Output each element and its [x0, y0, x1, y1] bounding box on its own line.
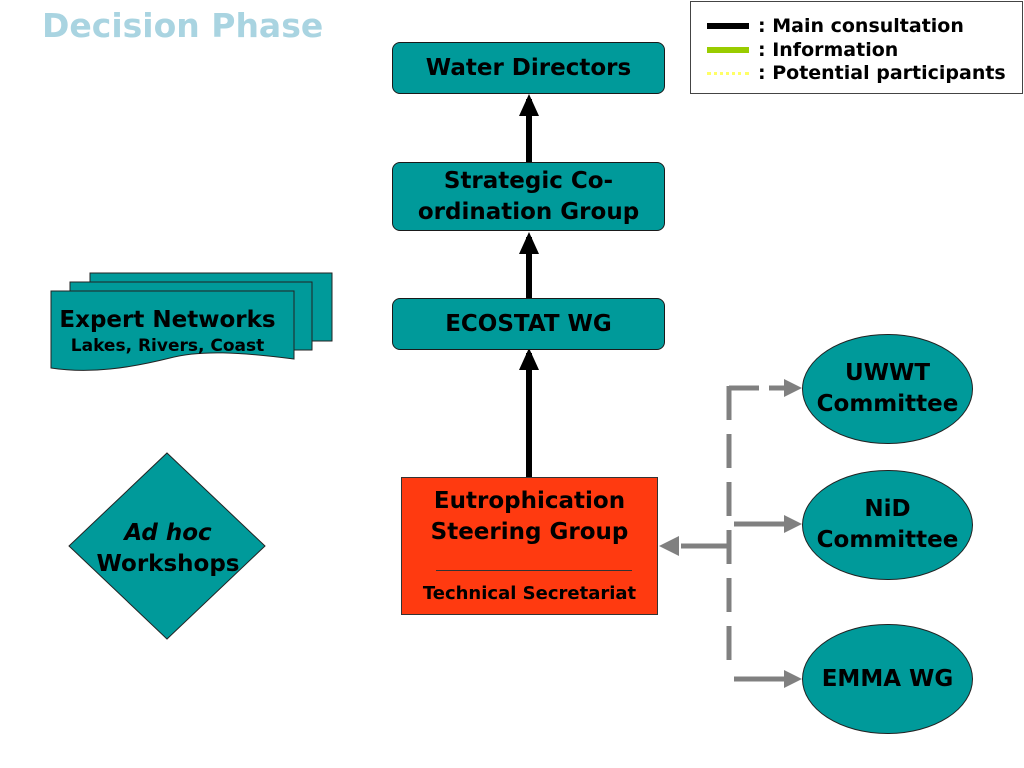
expert-doc-front	[50, 290, 295, 371]
legend-label-main: : Main consultation	[758, 15, 964, 37]
expert-networks-title: Expert Networks	[59, 307, 276, 333]
workshops-text: Workshops	[96, 551, 240, 577]
grey-arrowhead-nid	[784, 515, 802, 533]
strategic-label-line1: Strategic Co-	[443, 167, 614, 194]
legend: : Main consultation : Information : Pote…	[690, 1, 1023, 94]
expert-networks-subtitle: Lakes, Rivers, Coast	[70, 336, 265, 356]
legend-swatch-main	[707, 23, 749, 29]
ecostat-box: ECOSTAT WG	[392, 298, 665, 350]
water-directors-label: Water Directors	[425, 54, 632, 81]
eutrophication-steering-box: Eutrophication Steering Group Technical …	[401, 477, 658, 615]
strategic-label-line2: ordination Group	[417, 198, 640, 225]
adhoc-italic-text: Ad hoc	[124, 520, 212, 546]
legend-swatch-information	[707, 47, 749, 53]
expert-networks-label: Expert Networks Lakes, Rivers, Coast	[40, 306, 295, 357]
nid-committee-oval: NiD Committee	[802, 470, 973, 580]
arrowhead-ecostat	[519, 348, 539, 370]
adhoc-workshops-label: Ad hoc Workshops	[68, 518, 268, 580]
nid-label-line1: NiD	[864, 496, 911, 522]
page-title: Decision Phase	[42, 6, 324, 45]
arrowhead-water	[519, 94, 539, 116]
uwwt-label-line2: Committee	[816, 391, 959, 417]
grey-arrowhead-steering	[659, 536, 679, 556]
arrowhead-strategic	[519, 232, 539, 254]
expert-networks-shape	[50, 272, 333, 371]
uwwt-label-line1: UWWT	[844, 360, 931, 386]
uwwt-committee-oval: UWWT Committee	[802, 334, 973, 444]
water-directors-box: Water Directors	[392, 42, 665, 94]
steering-divider	[436, 570, 632, 571]
emma-label: EMMA WG	[821, 665, 954, 692]
steering-label-line1: Eutrophication	[433, 488, 626, 514]
ecostat-label: ECOSTAT WG	[445, 310, 612, 337]
steering-label-line2: Steering Group	[430, 519, 629, 545]
adhoc-diamond	[68, 452, 266, 640]
emma-wg-oval: EMMA WG	[802, 624, 973, 734]
technical-secretariat-label: Technical Secretariat	[422, 583, 637, 604]
strategic-coordination-box: Strategic Co- ordination Group	[392, 162, 665, 231]
legend-item-information: : Information	[707, 38, 898, 62]
grey-arrowhead-emma	[784, 670, 802, 688]
grey-arrowhead-uwwt	[784, 379, 802, 397]
legend-label-information: : Information	[758, 39, 899, 61]
legend-swatch-potential	[707, 71, 749, 75]
legend-item-main: : Main consultation	[707, 14, 964, 38]
legend-label-potential: : Potential participants	[758, 62, 1006, 84]
legend-item-potential: : Potential participants	[707, 61, 1006, 85]
nid-label-line2: Committee	[816, 527, 959, 553]
